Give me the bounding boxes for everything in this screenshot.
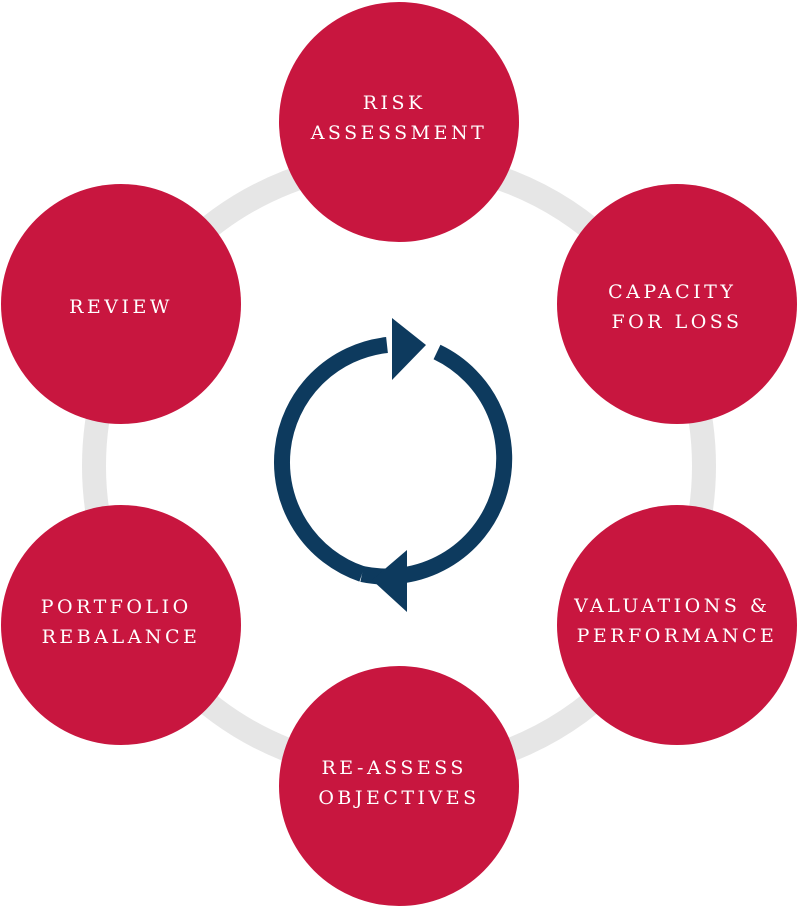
- node-re-assess-objectives-label: RE-ASSESS OBJECTIVES: [318, 757, 479, 809]
- node-valuations-performance-label: VALUATIONS & PERFORMANCE: [573, 595, 780, 647]
- node-re-assess-objectives: RE-ASSESS OBJECTIVES: [279, 666, 519, 906]
- node-portfolio-rebalance: PORTFOLIO REBALANCE: [1, 505, 241, 745]
- node-risk-assessment: RISK ASSESSMENT: [279, 2, 519, 242]
- node-capacity-for-loss-label: CAPACITY FOR LOSS: [608, 281, 746, 333]
- node-risk-assessment-label: RISK ASSESSMENT: [310, 92, 488, 144]
- node-valuations-performance: VALUATIONS & PERFORMANCE: [557, 505, 797, 745]
- node-portfolio-rebalance-label: PORTFOLIO REBALANCE: [41, 596, 202, 648]
- node-review-label: REVIEW: [69, 296, 173, 318]
- cycle-arrows-icon: [274, 318, 513, 612]
- node-capacity-for-loss: CAPACITY FOR LOSS: [557, 184, 797, 424]
- node-review: REVIEW: [1, 184, 241, 424]
